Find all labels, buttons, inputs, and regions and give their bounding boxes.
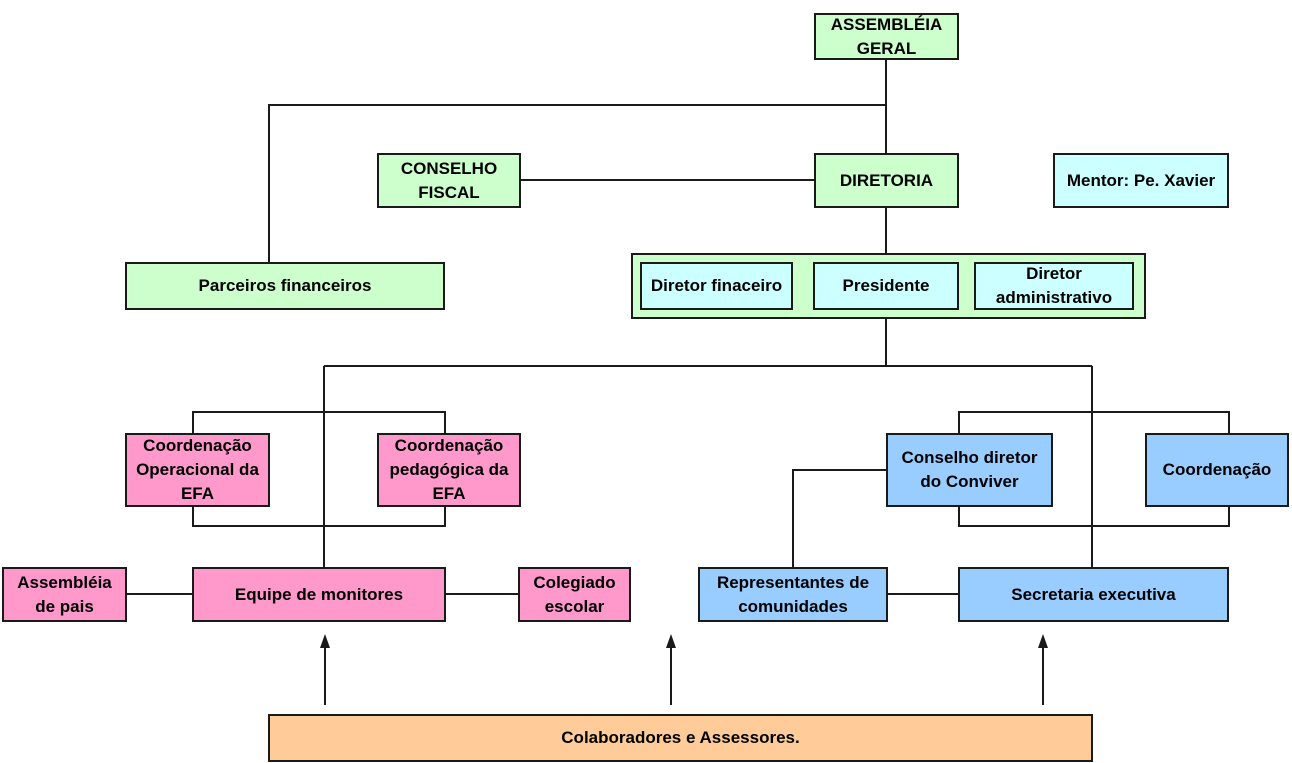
diretor-administrativo-box: Diretor administrativo — [974, 262, 1134, 310]
secretaria-executiva-box: Secretaria executiva — [958, 567, 1229, 622]
colaboradores-box: Colaboradores e Assessores. — [268, 714, 1093, 762]
conselho-fiscal-label: CONSELHO FISCAL — [400, 158, 498, 202]
coordenacao-box: Coordenação — [1145, 433, 1289, 507]
equipe-monitores-label: Equipe de monitores — [234, 584, 404, 604]
colaboradores-label: Colaboradores e Assessores. — [561, 728, 800, 747]
assembleia-pais-box: Assembléia de pais — [2, 567, 127, 622]
line-assembleia-parceiros — [268, 104, 886, 263]
line-blue-bracket-bottom — [958, 506, 1230, 527]
arrow-head-left — [320, 634, 330, 648]
colegiado-escolar-box: Colegiado escolar — [518, 567, 631, 622]
coordenacao-label: Coordenação — [1162, 460, 1272, 479]
presidente-label: Presidente — [842, 276, 930, 295]
line-conviver-representantes — [792, 469, 886, 568]
conselho-conviver-label: Conselho diretor do Conviver — [901, 448, 1038, 491]
arrow-head-right — [1038, 634, 1048, 648]
line-pink-bracket-bottom — [192, 506, 446, 527]
coordenacao-operacional-label: Coordenação Operacional da EFA — [136, 436, 259, 503]
arrow-head-middle — [666, 634, 676, 648]
colegiado-escolar-label: Colegiado escolar — [533, 572, 616, 616]
equipe-monitores-box: Equipe de monitores — [192, 567, 446, 622]
diretor-financeiro-box: Diretor finaceiro — [640, 262, 793, 310]
diretoria-label: DIRETORIA — [839, 170, 934, 190]
mentor-box: Mentor: Pe. Xavier — [1053, 153, 1229, 208]
diretor-financeiro-label: Diretor finaceiro — [650, 276, 783, 295]
assembleia-geral-box: ASSEMBLÉIA GERAL — [814, 13, 959, 60]
presidente-box: Presidente — [813, 262, 959, 310]
representantes-label: Representantes de comunidades — [716, 572, 870, 616]
conselho-fiscal-box: CONSELHO FISCAL — [377, 153, 521, 208]
conselho-conviver-box: Conselho diretor do Conviver — [886, 433, 1053, 507]
diretoria-box: DIRETORIA — [814, 153, 959, 208]
secretaria-executiva-label: Secretaria executiva — [1011, 584, 1176, 604]
diretor-administrativo-label: Diretor administrativo — [995, 264, 1113, 307]
representantes-box: Representantes de comunidades — [698, 567, 888, 622]
assembleia-geral-label: ASSEMBLÉIA GERAL — [830, 14, 943, 58]
line-blue-bracket-top — [958, 411, 1230, 434]
coordenacao-operacional-box: Coordenação Operacional da EFA — [125, 433, 270, 507]
mentor-label: Mentor: Pe. Xavier — [1066, 170, 1216, 190]
parceiros-financeiros-label: Parceiros financeiros — [198, 276, 372, 295]
coordenacao-pedagogica-label: Coordenação pedagógica da EFA — [389, 436, 509, 503]
parceiros-financeiros-box: Parceiros financeiros — [125, 262, 445, 310]
coordenacao-pedagogica-box: Coordenação pedagógica da EFA — [377, 433, 521, 507]
line-pink-bracket-top — [192, 411, 446, 434]
assembleia-pais-label: Assembléia de pais — [17, 572, 112, 616]
